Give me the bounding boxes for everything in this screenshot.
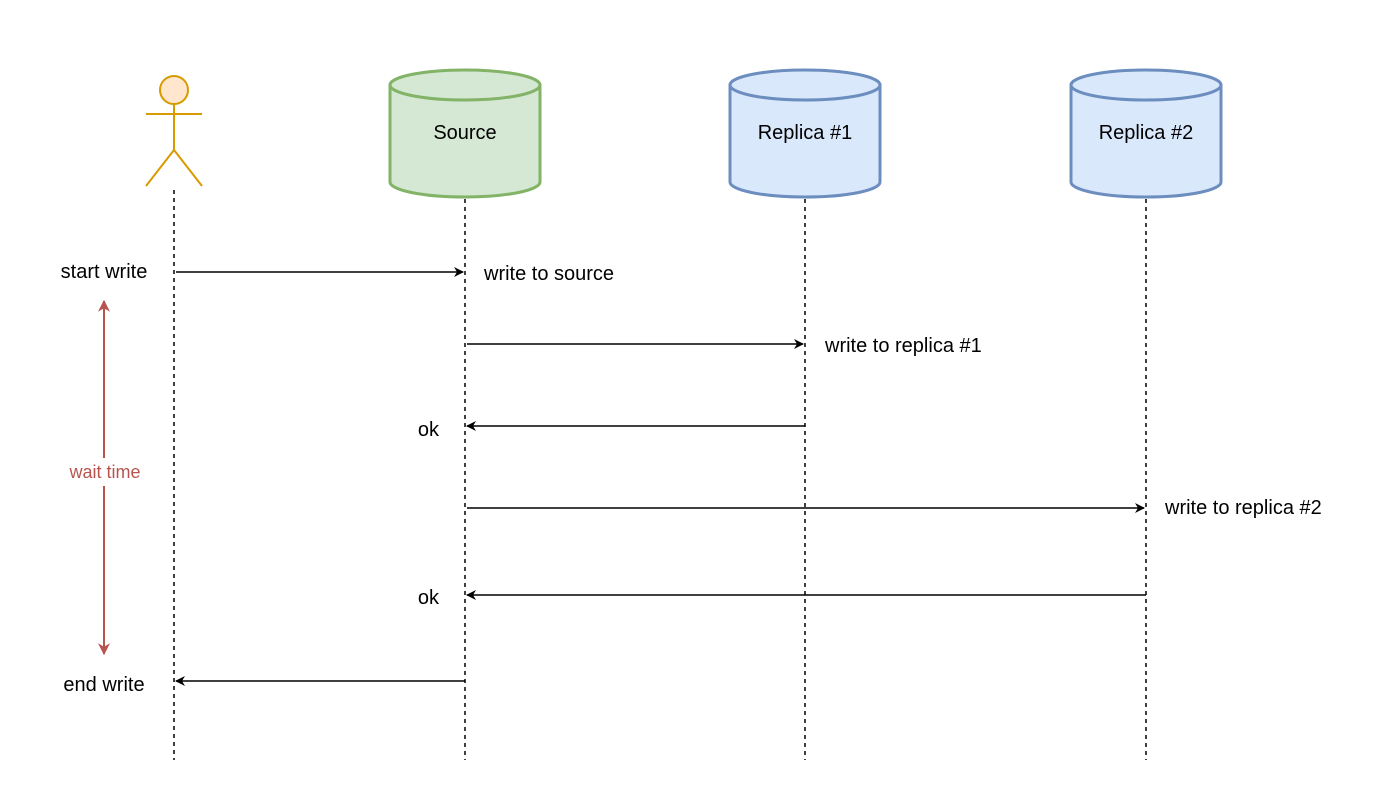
replica2-database: Replica #2 [1069, 68, 1223, 199]
start-write-label: start write [61, 261, 148, 283]
message-label: ok [418, 419, 440, 441]
replica1-cylinder-body [728, 83, 882, 199]
actor-figure [145, 75, 203, 187]
message-label: write to replica #2 [1164, 497, 1322, 519]
source-label: Source [433, 122, 496, 144]
wait-time-indicator: wait time [68, 299, 141, 656]
message-write-to-replica1: write to replica #1 [467, 335, 982, 357]
message-label: write to source [483, 263, 614, 285]
replica1-database: Replica #1 [728, 68, 882, 199]
message-ok-replica1: ok [418, 419, 805, 441]
replica2-cylinder-body [1069, 83, 1223, 199]
replica2-label: Replica #2 [1099, 122, 1194, 144]
message-write-to-replica2: write to replica #2 [467, 497, 1322, 519]
message-write-to-source: write to source start write [61, 261, 614, 285]
end-write-label: end write [63, 674, 144, 696]
message-label: write to replica #1 [824, 335, 982, 357]
message-ok-replica2: ok [418, 587, 1146, 609]
replica2-cylinder-top [1069, 68, 1223, 102]
actor-left-leg [145, 149, 175, 187]
actor-head [159, 75, 189, 105]
wait-time-label: wait time [68, 462, 140, 482]
source-cylinder-top [388, 68, 542, 102]
message-return-to-actor: end write [63, 674, 465, 696]
replica1-label: Replica #1 [758, 122, 853, 144]
message-label: ok [418, 587, 440, 609]
source-database: Source [388, 68, 542, 199]
actor-right-leg [173, 149, 203, 187]
source-cylinder-body [388, 83, 542, 199]
replica1-cylinder-top [728, 68, 882, 102]
